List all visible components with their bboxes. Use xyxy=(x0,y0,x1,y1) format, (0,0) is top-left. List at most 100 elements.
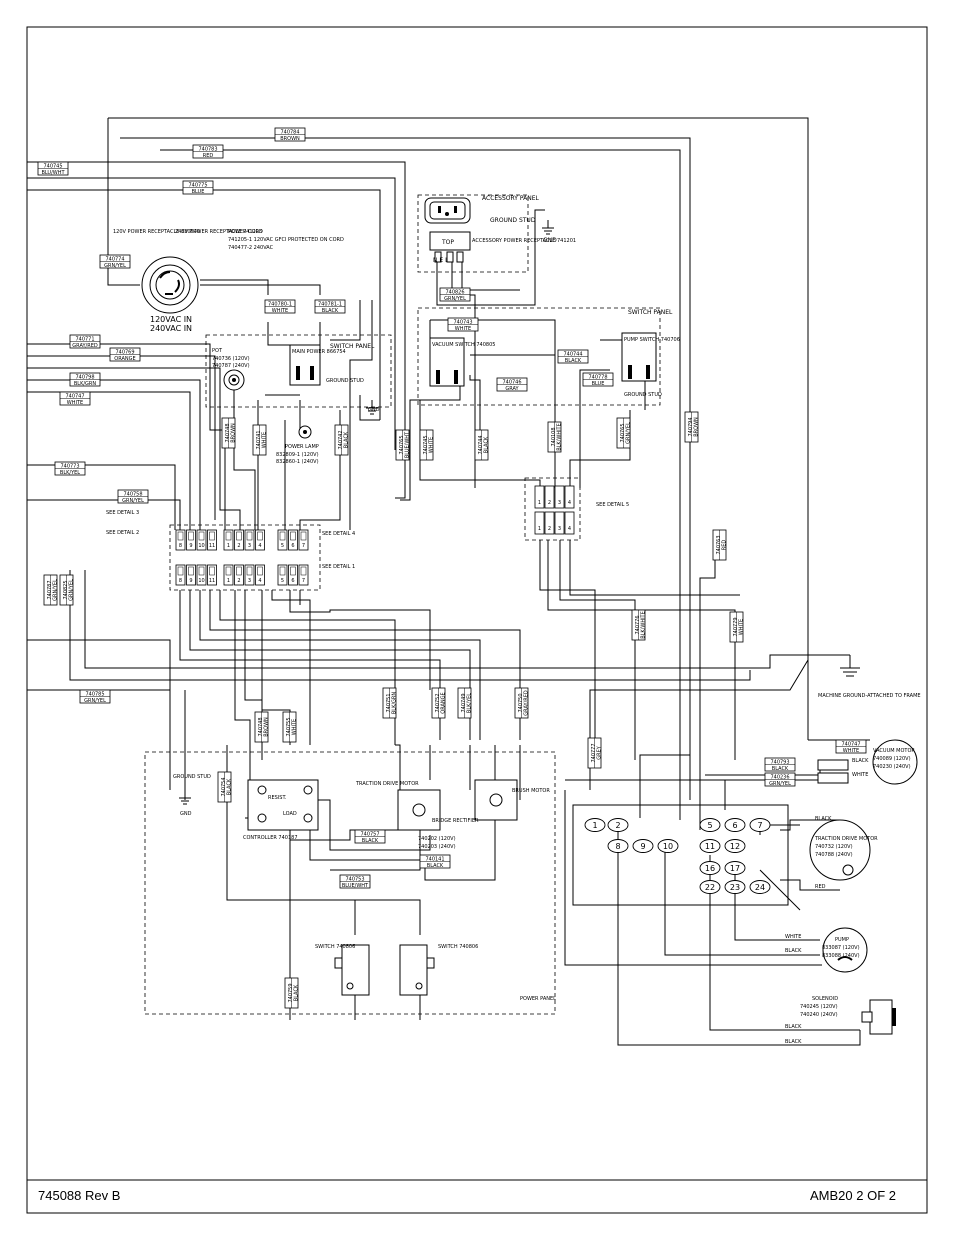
power-panel-label: POWER PANEL xyxy=(520,996,556,1002)
vacuum-motor-label: VACUUM MOTOR xyxy=(873,748,915,754)
terminal: 8 xyxy=(175,564,186,586)
accessory-receptacle-label: ACCESSORY POWER RECEPTACLE 741201 xyxy=(472,238,576,244)
terminal-number: 2 xyxy=(237,543,240,549)
switch-left-label: SWITCH 740806 xyxy=(315,944,355,950)
connector-pin-number: 22 xyxy=(705,883,715,892)
terminal: 3 xyxy=(244,529,255,551)
power-lamp-icon xyxy=(298,425,312,439)
black-label-vac: BLACK xyxy=(852,758,869,764)
vertical-tag-id: 740776 xyxy=(635,615,641,634)
wire-tag-color: BLU/WHT xyxy=(41,170,65,176)
brush-motor-label: BRUSH MOTOR xyxy=(512,788,550,794)
terminal: 10 xyxy=(196,529,207,551)
power-cord-title: POWER CORD xyxy=(228,229,263,235)
terminal-number: 11 xyxy=(209,578,215,584)
wire-tag-color: BLACK xyxy=(565,358,582,364)
white-label-vac: WHITE xyxy=(852,772,868,778)
wire-tag-id: 740745 xyxy=(43,164,62,170)
pump-120: 833087 (120V) xyxy=(822,945,860,951)
detail5-number: 3 xyxy=(558,526,561,532)
connector-pin-number: 6 xyxy=(732,821,737,830)
wire-tag-id: 740781-1 xyxy=(318,302,342,308)
detail5-number: 1 xyxy=(538,526,541,532)
main-power-label: MAIN POWER 866754 xyxy=(292,349,346,355)
wire-tag-id: 740826 xyxy=(445,290,464,296)
microswitch-right-icon xyxy=(399,944,435,996)
terminal: 2 xyxy=(234,529,244,551)
vertical-tag-color: ORANGE xyxy=(441,692,447,713)
wire-tag-id: 740771 xyxy=(75,337,94,343)
vertical-tag-id: 740748 xyxy=(225,423,231,442)
connector-pin: 9 xyxy=(632,839,654,853)
black-label-1: BLACK xyxy=(815,816,832,822)
detail5-terminal: 1 xyxy=(534,485,545,509)
wire-tag-id: 740758 xyxy=(123,492,142,498)
vacuum-motor-240: 740230 (240V) xyxy=(873,764,911,770)
terminal-number: 5 xyxy=(281,578,284,584)
vertical-tag-color: BLUE/WHT xyxy=(405,431,411,458)
terminal-number: 4 xyxy=(258,578,261,584)
controller-label: CONTROLLER 740187 xyxy=(243,835,298,841)
connector-pin-number: 17 xyxy=(730,864,740,873)
controller-icon xyxy=(247,779,319,831)
footer-right: AMB20 2 OF 2 xyxy=(810,1188,896,1203)
labels: ACCESSORY PANEL GROUND STUD GND TOP N E … xyxy=(106,195,921,1045)
connector-pin: 16 xyxy=(699,861,721,875)
detail5-terminal: 4 xyxy=(564,485,575,509)
wire-tag-color: GRAY/RED xyxy=(72,343,98,349)
terminal-number: 1 xyxy=(227,578,230,584)
vertical-tag-id: 740741 xyxy=(256,430,262,449)
vertical-tag-id: 740744 xyxy=(478,435,484,454)
wire-tag-id: 740747 xyxy=(841,742,860,748)
vacuum-motor-120: 740089 (120V) xyxy=(873,756,911,762)
connector-pin: 7 xyxy=(749,818,771,832)
wire-tag-color: BLACK xyxy=(427,863,444,869)
solenoid-icon xyxy=(861,999,896,1035)
detail5-terminal: 3 xyxy=(554,485,565,509)
vertical-tag-color: BLK/WHITE xyxy=(641,611,647,639)
vertical-tag-color: WHITE xyxy=(429,437,435,453)
gnd-left-label: GND xyxy=(368,407,380,413)
pump-switch-label: PUMP SWITCH 740706 xyxy=(624,337,680,343)
terminal-block-dash xyxy=(169,524,321,591)
vertical-tag-color: BLACK xyxy=(227,778,233,795)
ground-symbols xyxy=(179,220,860,805)
detail5-terminal: 2 xyxy=(544,485,555,509)
terminal: 7 xyxy=(298,564,309,586)
wire-tag-color: BLUE/WHT xyxy=(342,883,369,889)
terminal: 5 xyxy=(277,564,288,586)
terminal: 7 xyxy=(298,529,309,551)
terminal: 4 xyxy=(255,564,265,586)
solenoid-240: 740240 (240V) xyxy=(800,1012,838,1018)
connector-pin: 17 xyxy=(724,861,746,875)
pump-icon xyxy=(822,927,868,973)
gnd-label: GND xyxy=(543,237,557,244)
terminal-number: 8 xyxy=(179,543,182,549)
connector-pin-number: 8 xyxy=(615,842,620,851)
vertical-tag-id: 740765 xyxy=(399,435,405,454)
connector-pin: 23 xyxy=(724,880,746,894)
detail5-terminal: 4 xyxy=(564,511,575,535)
terminal: 6 xyxy=(288,564,298,586)
pot-label: POT xyxy=(212,348,223,354)
wiring-lines xyxy=(27,117,870,1046)
vertical-tag-color: BLACK xyxy=(294,984,300,1001)
wire-tag-color: BROWN xyxy=(280,136,300,142)
gnd-bottom-label: GND xyxy=(180,811,192,817)
machine-ground-label: MACHINE GROUND-ATTACHED TO FRAME xyxy=(818,693,921,699)
switch-panel-right-label: SWITCH PANEL xyxy=(628,309,673,316)
detail5-terminal: 2 xyxy=(544,511,555,535)
